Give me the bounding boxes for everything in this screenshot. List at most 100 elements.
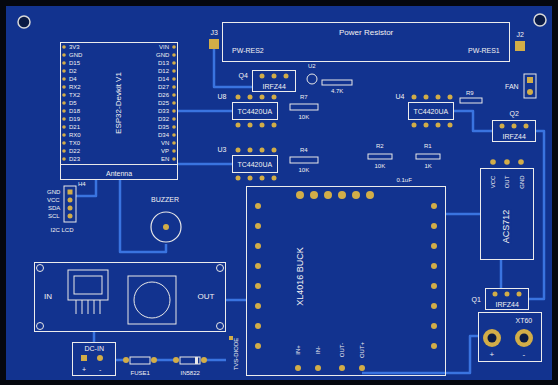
- buck-pads: [431, 303, 437, 309]
- silkscreen-label: D13: [158, 60, 169, 66]
- esp32-pins: [172, 141, 176, 145]
- regulator-module-art: [217, 323, 224, 330]
- esp32-pins: [62, 141, 66, 145]
- esp32-pins: [172, 45, 176, 49]
- mosfet-label: IRFZ44: [496, 301, 519, 308]
- buck-pads: [255, 343, 261, 349]
- silkscreen-label: GND: [156, 52, 169, 58]
- buck-pads: [431, 283, 437, 289]
- copper-trace: [362, 336, 478, 373]
- mosfet-label: IRFZ44: [263, 83, 286, 90]
- lcd-header: [64, 186, 76, 222]
- antenna-divider: [60, 164, 178, 165]
- buck-pads: [255, 323, 261, 329]
- silkscreen-label: RX2: [69, 84, 81, 90]
- copper-trace: [226, 299, 246, 302]
- ic-pads: [236, 95, 453, 181]
- silkscreen-label: D33: [158, 108, 169, 114]
- silkscreen-label: +: [82, 366, 86, 373]
- transistor-pads: [524, 124, 529, 129]
- esp32-pins: [172, 101, 176, 105]
- mounting-hole: [18, 14, 546, 28]
- esp32-pins: [62, 133, 66, 137]
- xt60-pads: [515, 329, 533, 347]
- silkscreen-label: VCC: [47, 197, 60, 203]
- silkscreen-label: R7: [300, 94, 308, 100]
- transistor-pads: [284, 74, 289, 79]
- silkscreen-label: D25: [158, 100, 169, 106]
- silkscreen-label: 10K: [299, 167, 310, 173]
- xt60-connector: XT60: [478, 312, 542, 362]
- esp32-pins: [62, 45, 176, 161]
- ic-pads: [260, 123, 265, 128]
- ic-pads: [248, 123, 253, 128]
- silkscreen-label: OUT+: [359, 342, 365, 358]
- power-path-parts: [180, 357, 200, 364]
- silkscreen-label: D22: [69, 148, 80, 154]
- solder-pad: [515, 41, 525, 51]
- silkscreen-label: D12: [158, 68, 169, 74]
- esp32-pins: [62, 93, 66, 97]
- silkscreen-label: IN-: [315, 346, 321, 354]
- silkscreen-label: TX0: [69, 140, 80, 146]
- acs-pins: [518, 159, 524, 165]
- ic-pads: [236, 123, 241, 128]
- resistor-symbol: [290, 74, 482, 163]
- copper-trace: [529, 131, 544, 299]
- regulator-module-art: [94, 300, 95, 314]
- silkscreen-label: PW-RES2: [232, 47, 264, 54]
- silkscreen-label: VIN: [159, 44, 169, 50]
- driver-ic-label: TC4420UA: [238, 108, 273, 115]
- resistor-symbol: [460, 98, 482, 103]
- buck-pads: [431, 323, 437, 329]
- ic-pads: [424, 123, 429, 128]
- silkscreen-label: J3: [211, 29, 218, 36]
- ic-pads: [412, 95, 417, 100]
- esp32-pins: [62, 149, 66, 153]
- lcd-header: [64, 186, 76, 222]
- silkscreen-label: -: [99, 366, 101, 373]
- board: [6, 6, 552, 380]
- acs-pins: [504, 159, 510, 165]
- esp32-pins: [62, 53, 66, 57]
- silkscreen-label: R9: [466, 90, 474, 96]
- regulator-module-art: [76, 300, 77, 314]
- buck-pads: [255, 203, 261, 209]
- silkscreen-label: D21: [69, 124, 80, 130]
- ic-pads: [236, 95, 241, 100]
- buck-pads: [366, 191, 374, 199]
- esp32-pins: [62, 117, 66, 121]
- silkscreen-label: D34: [158, 132, 169, 138]
- silkscreen-label: U8: [218, 93, 227, 100]
- silkscreen-label: D32: [158, 116, 169, 122]
- silkscreen-label: 1K: [425, 163, 432, 169]
- fan-header: [524, 74, 536, 98]
- transistor-pads: [517, 292, 522, 297]
- buck-pads: [339, 365, 345, 371]
- ic-pads: [260, 148, 265, 153]
- power-resistor: Power Resistor: [222, 22, 510, 62]
- silkscreen-label: H4: [78, 181, 86, 187]
- buck-pads: [352, 191, 360, 199]
- esp32-pins: [172, 149, 176, 153]
- regulator-module-art: [74, 276, 102, 294]
- buck-pads: [431, 343, 437, 349]
- silkscreen-label: 4.7K: [331, 88, 343, 94]
- power-path-parts: [130, 357, 150, 364]
- resistor-symbol: [416, 154, 440, 159]
- copper-trace: [446, 213, 480, 216]
- silkscreen-label: GND: [47, 189, 60, 195]
- esp32-pins: [172, 109, 176, 113]
- xt60-pads: [483, 329, 533, 347]
- silkscreen-label: D19: [69, 116, 80, 122]
- silkscreen-label: OUT: [504, 176, 510, 189]
- silkscreen-label: 0.1uF: [397, 177, 412, 183]
- buck-pads: [431, 243, 437, 249]
- mosfet-label: IRFZ44: [503, 133, 526, 140]
- dc-in-connector-label: DC-IN: [85, 345, 104, 352]
- acs-pins: [490, 159, 524, 165]
- silkscreen-label: U2: [308, 63, 316, 69]
- silkscreen-label: D14: [158, 76, 169, 82]
- solder-pad: [209, 39, 219, 49]
